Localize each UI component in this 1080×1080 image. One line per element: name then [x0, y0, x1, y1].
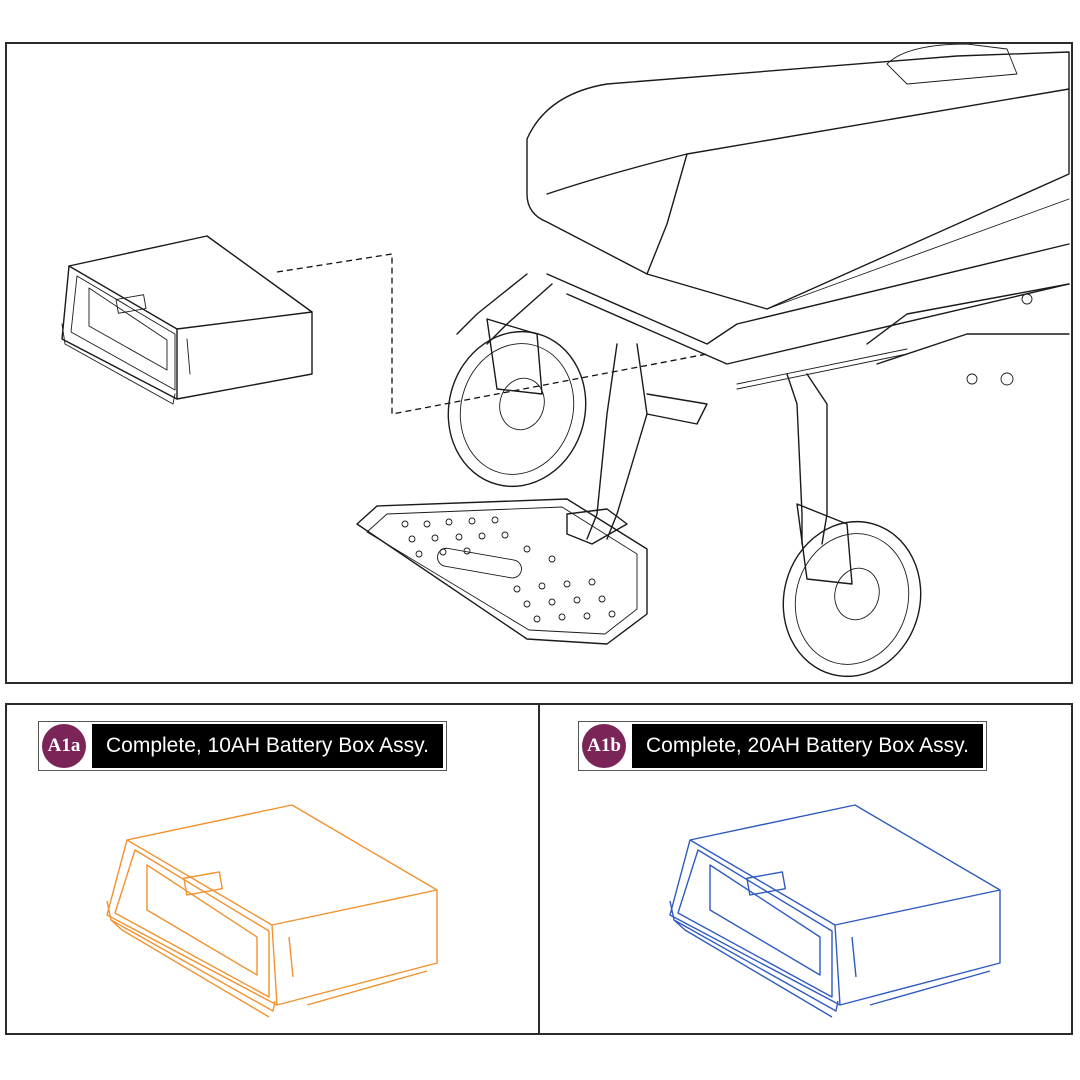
parts-legend: A1a Complete, 10AH Battery Box Assy. A1b… — [5, 703, 1073, 1035]
part-label-a1a: A1a Complete, 10AH Battery Box Assy. — [38, 721, 447, 771]
frame-drawing — [456, 243, 1070, 545]
front-right-caster-drawing — [782, 503, 922, 678]
battery-box-drawing — [61, 235, 313, 405]
wheelchair-exploded-drawing — [61, 44, 1070, 678]
part-cell-a1a: A1a Complete, 10AH Battery Box Assy. — [7, 705, 540, 1033]
battery-box-10ah-drawing — [106, 804, 438, 1018]
battery-box-20ah-drawing — [669, 804, 1001, 1018]
seat-drawing — [526, 44, 1070, 310]
part-label-a1b: A1b Complete, 20AH Battery Box Assy. — [578, 721, 987, 771]
footplate-drawing — [356, 498, 648, 645]
part-badge-a1a: A1a — [42, 724, 86, 768]
part-badge-a1b: A1b — [582, 724, 626, 768]
part-name-a1b: Complete, 20AH Battery Box Assy. — [632, 724, 983, 768]
front-left-caster-drawing — [447, 318, 587, 488]
attachment-leader-line — [276, 253, 708, 415]
part-cell-a1b: A1b Complete, 20AH Battery Box Assy. — [540, 705, 1071, 1033]
part-name-a1a: Complete, 10AH Battery Box Assy. — [92, 724, 443, 768]
exploded-view-panel — [5, 42, 1073, 684]
